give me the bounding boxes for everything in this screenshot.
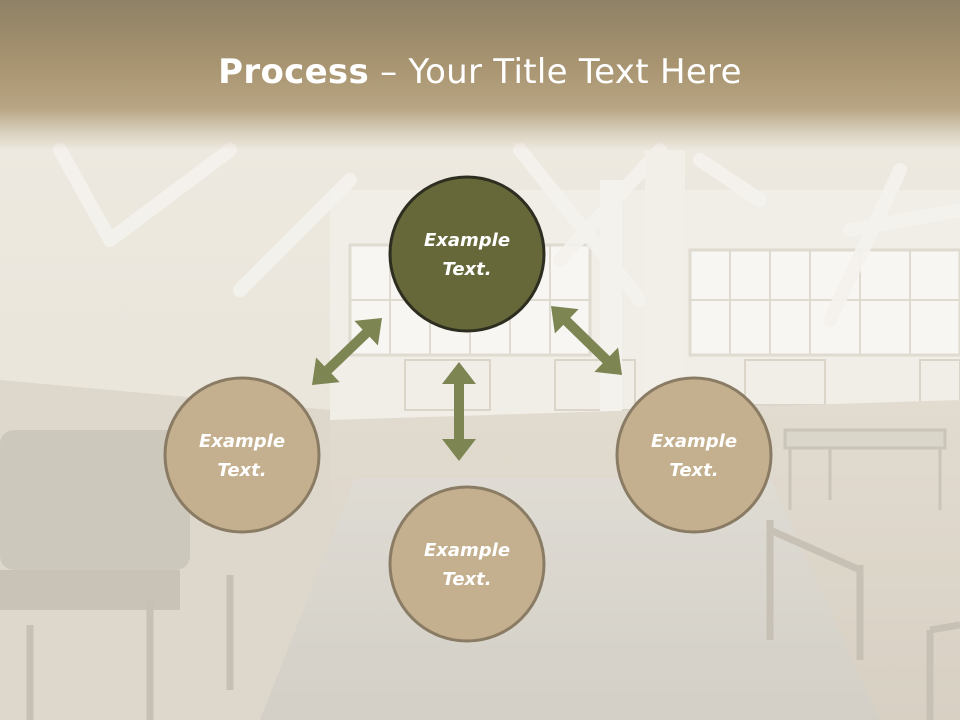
title-band (0, 0, 960, 150)
node-bottom-circle (388, 485, 546, 643)
title-bold: Process (218, 52, 370, 92)
node-right-circle (615, 376, 773, 534)
node-right-line2: Text. (669, 460, 719, 481)
node-left-circle (163, 376, 321, 534)
node-top-line2: Text. (442, 259, 492, 280)
node-top-circle (388, 175, 546, 333)
node-left-label: Example Text. (167, 427, 317, 485)
node-bottom-line2: Text. (442, 569, 492, 590)
node-top-label: Example Text. (392, 226, 542, 284)
node-bottom-label: Example Text. (392, 536, 542, 594)
node-left-line2: Text. (217, 460, 267, 481)
arrow-vertical (442, 362, 476, 461)
node-left-line1: Example (198, 431, 286, 452)
arrow-top-right (551, 306, 622, 375)
slide-title: Process – Your Title Text Here (0, 52, 960, 92)
node-top-line1: Example (423, 230, 511, 251)
arrow-top-left (312, 318, 382, 385)
node-right-label: Example Text. (619, 427, 769, 485)
node-right-line1: Example (650, 431, 738, 452)
title-rest: – Your Title Text Here (369, 52, 742, 92)
node-bottom-line1: Example (423, 540, 511, 561)
